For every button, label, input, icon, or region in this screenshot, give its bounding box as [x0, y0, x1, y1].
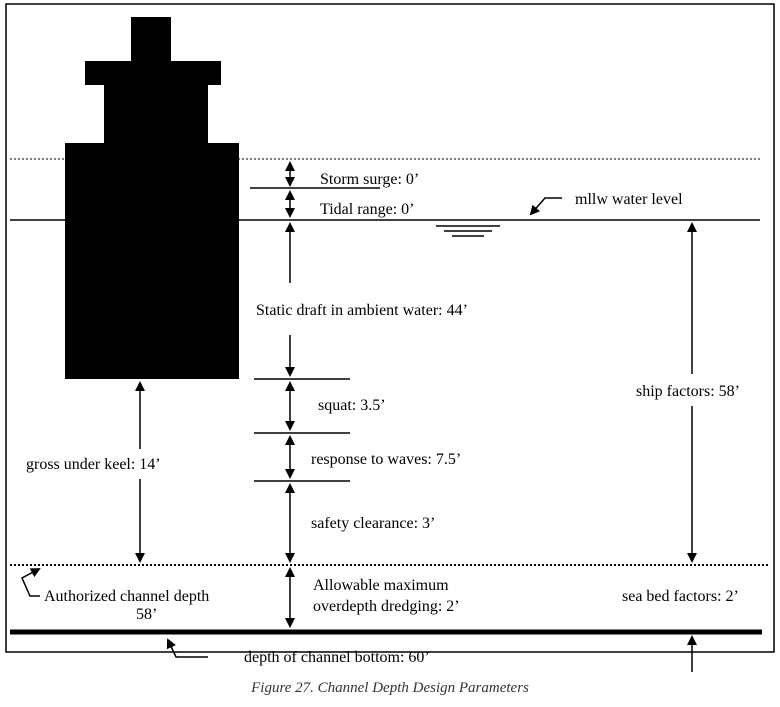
channel-bottom-pointer [166, 638, 208, 658]
gross-under-keel-label: gross under keel: 14’ [26, 456, 161, 473]
reference-ticks [250, 187, 380, 482]
storm-surge-label: Storm surge: 0’ [320, 171, 419, 188]
response-to-waves-label: response to waves: 7.5’ [311, 451, 461, 468]
mllw-label: mllw water level [575, 191, 683, 208]
authorized-depth-label-line2: 58’ [136, 606, 157, 623]
squat-label: squat: 3.5’ [318, 397, 386, 414]
authorized-depth-label-line1: Authorized channel depth [44, 588, 209, 605]
tidal-range-label: Tidal range: 0’ [320, 201, 415, 218]
ship-factors-label: ship factors: 58’ [636, 383, 740, 400]
figure-caption: Figure 27. Channel Depth Design Paramete… [250, 680, 529, 696]
static-draft-label: Static draft in ambient water: 44’ [256, 302, 468, 319]
sea-bed-factors-label: sea bed factors: 2’ [622, 588, 739, 605]
water-level-symbol [436, 225, 500, 237]
overdepth-label-line1: Allowable maximum [313, 577, 449, 594]
mllw-pointer-arrow [529, 197, 562, 216]
channel-bottom-label: depth of channel bottom: 60’ [244, 649, 430, 666]
safety-clearance-label: safety clearance: 3’ [311, 515, 435, 532]
authorized-depth-pointer [21, 568, 41, 597]
figure-frame [5, 3, 775, 653]
ship-silhouette [65, 17, 239, 379]
overdepth-label-line2: overdepth dredging: 2’ [313, 598, 460, 615]
